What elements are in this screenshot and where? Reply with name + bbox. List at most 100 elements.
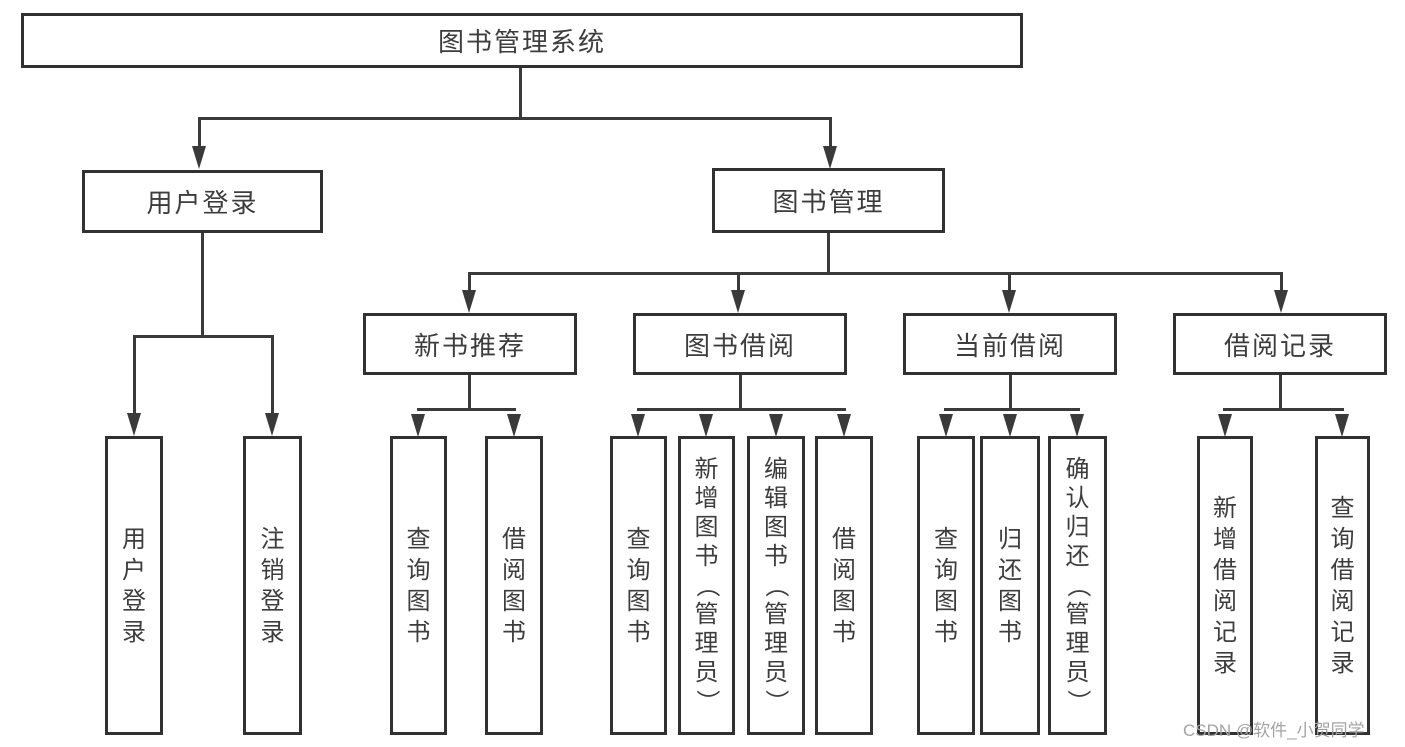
- leaf-label: 查询图书: [627, 524, 651, 648]
- leaf-label-char: 注: [260, 525, 285, 553]
- node-root: 图书管理系统: [21, 13, 1023, 68]
- edge-book-mgmt-branch: [468, 272, 1283, 275]
- leaf-label: 新增图书（管理员）: [693, 455, 720, 716]
- leaf-label-char: 书: [832, 618, 856, 646]
- leaf-query-books-1: 查询图书: [390, 436, 447, 735]
- leaf-label-char: 理: [694, 630, 719, 657]
- leaf-label-char: 记: [1213, 618, 1237, 646]
- arrowhead-book-mgmt: [823, 146, 837, 169]
- leaf-label-char: 图: [934, 587, 958, 615]
- leaf-label-char: 书: [694, 543, 719, 570]
- leaf-label-char: 录: [122, 618, 146, 646]
- node-book-mgmt-label: 图书管理: [772, 187, 885, 217]
- node-root-label: 图书管理系统: [437, 27, 606, 57]
- leaf-label-char: 阅: [1213, 587, 1237, 615]
- arrowhead-leaf-login: [127, 413, 141, 436]
- edge-borrow-records-branch: [1223, 408, 1344, 411]
- edge-book-mgmt-stem: [827, 233, 830, 272]
- leaf-label-char: 管: [764, 601, 788, 628]
- leaf-query-books-2: 查询图书: [610, 436, 667, 735]
- leaf-user-login: 用户登录: [105, 436, 163, 735]
- leaf-label-char: 增: [694, 485, 719, 512]
- leaf-label-char: 借: [1330, 556, 1355, 584]
- leaf-label: 查询借阅记录: [1331, 493, 1355, 679]
- leaf-label: 借阅图书: [502, 524, 526, 648]
- leaf-label-char: 书: [626, 618, 651, 646]
- leaf-label-char: 户: [122, 556, 146, 584]
- leaf-label: 查询图书: [934, 524, 958, 648]
- edge-root-branch: [198, 117, 832, 120]
- leaf-label-char: 图: [626, 587, 651, 615]
- edge-stem-borrow-records: [1280, 272, 1283, 292]
- leaf-label: 查询图书: [407, 524, 431, 648]
- leaf-label-char: 查: [1330, 494, 1355, 522]
- leaf-query-borrow-record: 查询借阅记录: [1315, 436, 1370, 735]
- arrowhead-leaf: [1070, 414, 1084, 437]
- leaf-label-char: 认: [1065, 485, 1090, 512]
- edge-book-borrow-stem: [739, 375, 742, 411]
- leaf-label-char: 编: [764, 456, 788, 483]
- leaf-label-char: 图: [502, 587, 526, 615]
- leaf-label-char: 管: [1065, 601, 1090, 628]
- node-borrow-records: 借阅记录: [1173, 313, 1387, 375]
- node-book-borrow-label: 图书借阅: [683, 330, 796, 361]
- leaf-label-char: 阅: [832, 556, 856, 584]
- leaf-label-char: 确: [1065, 456, 1090, 483]
- leaf-label-char: 询: [626, 556, 651, 584]
- leaf-label-char: ）: [762, 689, 790, 714]
- leaf-label: 借阅图书: [832, 524, 856, 648]
- leaf-label-char: 书: [764, 543, 788, 570]
- leaf-label-char: 增: [1213, 525, 1237, 553]
- leaf-label-char: 图: [694, 514, 719, 541]
- node-user-login: 用户登录: [82, 170, 323, 233]
- leaf-query-books-3: 查询图书: [917, 436, 975, 735]
- leaf-edit-books-admin: 编辑图书（管理员）: [747, 436, 805, 735]
- arrowhead-new-book-rec: [462, 290, 476, 313]
- leaf-label-char: （: [1064, 573, 1091, 598]
- leaf-label-char: 书: [406, 618, 431, 646]
- leaf-label-char: 书: [934, 618, 958, 646]
- leaf-label: 编辑图书（管理员）: [762, 455, 790, 716]
- arrowhead-leaf: [1218, 414, 1232, 437]
- edge-stem-new-book-rec: [468, 272, 471, 292]
- leaf-label: 确认归还（管理员）: [1064, 455, 1091, 716]
- leaf-label-char: 借: [1213, 556, 1237, 584]
- arrowhead-leaf: [411, 414, 425, 437]
- node-current-borrow-label: 当前借阅: [953, 330, 1066, 361]
- node-book-mgmt: 图书管理: [712, 168, 945, 233]
- edge-stem-leaf-login: [133, 335, 136, 415]
- node-new-book-rec-label: 新书推荐: [413, 330, 526, 361]
- edge-new-book-rec-stem: [468, 375, 471, 411]
- leaf-label-char: 图: [832, 587, 856, 615]
- node-borrow-records-label: 借阅记录: [1223, 330, 1336, 361]
- leaf-label-char: ）: [1064, 689, 1091, 714]
- arrowhead-leaf-logout: [265, 413, 279, 436]
- leaf-label-char: 询: [1330, 525, 1355, 553]
- leaf-label-char: 借: [502, 525, 526, 553]
- arrowhead-user-login: [192, 146, 206, 169]
- leaf-borrow-books-2: 借阅图书: [815, 436, 873, 735]
- leaf-label: 用户登录: [122, 524, 146, 648]
- leaf-label-char: 查: [406, 525, 431, 553]
- leaf-label-char: 理: [1065, 630, 1090, 657]
- leaf-label-char: 归: [1065, 514, 1090, 541]
- leaf-label-char: 图: [998, 587, 1022, 615]
- edge-current-borrow-branch: [944, 408, 1080, 411]
- leaf-label-char: 新: [694, 456, 719, 483]
- leaf-label: 归还图书: [998, 524, 1022, 648]
- edge-borrow-records-stem: [1279, 375, 1282, 411]
- leaf-label-char: 图: [406, 587, 431, 615]
- edge-root-stem: [519, 68, 522, 117]
- arrowhead-leaf: [507, 414, 521, 437]
- edge-stem-user-login: [198, 117, 201, 148]
- leaf-label-char: 销: [260, 556, 285, 584]
- arrowhead-current-borrow: [1002, 290, 1016, 313]
- arrowhead-leaf: [1335, 414, 1349, 437]
- leaf-logout: 注销登录: [243, 436, 302, 735]
- leaf-label-char: 理: [764, 630, 788, 657]
- arrowhead-borrow-records: [1274, 290, 1288, 313]
- leaf-label-char: 员: [1065, 659, 1090, 686]
- leaf-label-char: 询: [934, 556, 958, 584]
- edge-user-login-branch: [133, 335, 274, 338]
